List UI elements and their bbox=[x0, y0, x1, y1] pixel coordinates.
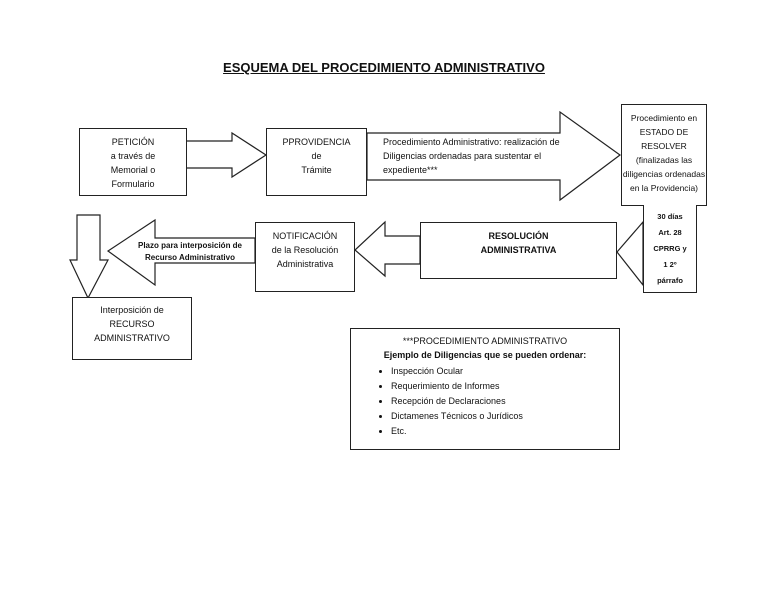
box-line: diligencias ordenadas bbox=[622, 169, 706, 179]
box-line: Trámite bbox=[301, 165, 332, 175]
providencia-box: PPROVIDENCIA de Trámite bbox=[266, 128, 367, 196]
recurso-box: Interposición de RECURSO ADMINISTRATIVO bbox=[72, 297, 192, 360]
list-item: Recepción de Declaraciones bbox=[391, 394, 619, 409]
ejemplo-subheading: Ejemplo de Diligencias que se pueden ord… bbox=[383, 350, 587, 360]
arrow-peticion-to-providencia bbox=[185, 131, 268, 179]
box-line: 30 días bbox=[657, 212, 683, 221]
box-line: Memorial o bbox=[110, 165, 156, 175]
box-line: PPROVIDENCIA bbox=[282, 137, 351, 147]
ejemplo-diligencias-box: ***PROCEDIMIENTO ADMINISTRATIVO Ejemplo … bbox=[350, 328, 620, 450]
box-line: PETICIÓN bbox=[111, 137, 155, 147]
list-item: Dictamenes Técnicos o Jurídicos bbox=[391, 409, 619, 424]
diagram-title: ESQUEMA DEL PROCEDIMIENTO ADMINISTRATIVO bbox=[223, 60, 545, 75]
arrow-estado-to-resolucion bbox=[616, 220, 644, 287]
arrow-down-to-recurso bbox=[69, 214, 109, 300]
box-line: de la Resolución bbox=[271, 245, 339, 255]
peticion-box: PETICIÓN a través de Memorial o Formular… bbox=[79, 128, 187, 196]
box-line: Administrativa bbox=[276, 259, 334, 269]
box-line: ADMINISTRATIVO bbox=[94, 333, 170, 343]
box-line: CPRRG y bbox=[653, 244, 687, 253]
plazo-30-dias-box: 30 días Art. 28 CPRRG y 1 2º párrafo bbox=[643, 205, 697, 293]
box-line: Procedimiento en bbox=[630, 113, 698, 123]
ejemplo-heading: ***PROCEDIMIENTO ADMINISTRATIVO bbox=[402, 336, 568, 346]
list-item: Etc. bbox=[391, 424, 619, 439]
box-line: Interposición de bbox=[100, 305, 164, 315]
box-line: a través de bbox=[110, 151, 156, 161]
arrow-resolucion-to-notificacion bbox=[354, 220, 421, 278]
plazo-text-line: Recurso Administrativo bbox=[145, 253, 235, 260]
arrow-text-line: Procedimiento Administrativo: realizació… bbox=[383, 137, 560, 147]
box-line: párrafo bbox=[657, 276, 683, 285]
arrow-text-line: Diligencias ordenadas para sustentar el bbox=[383, 151, 542, 161]
plazo-text-line: Plazo para interposición de bbox=[137, 241, 243, 250]
arrow-text: Procedimiento Administrativo: realizació… bbox=[383, 135, 563, 179]
arrow-notificacion-to-plazo bbox=[106, 218, 256, 287]
box-line: NOTIFICACIÓN bbox=[272, 231, 338, 241]
box-line: (finalizadas las bbox=[635, 155, 693, 165]
box-line: RESOLVER bbox=[641, 141, 687, 151]
resolucion-box: RESOLUCIÓN ADMINISTRATIVA bbox=[420, 222, 617, 279]
plazo-text: Plazo para interposición de Recurso Admi… bbox=[130, 240, 250, 260]
notificacion-box: NOTIFICACIÓN de la Resolución Administra… bbox=[255, 222, 355, 292]
box-line: RESOLUCIÓN bbox=[488, 231, 549, 241]
list-item: Inspección Ocular bbox=[391, 364, 619, 379]
box-line: Art. 28 bbox=[658, 228, 682, 237]
arrow-text-line: expediente*** bbox=[383, 165, 438, 175]
box-line: ESTADO DE bbox=[639, 127, 689, 137]
box-line: Formulario bbox=[111, 179, 155, 189]
box-line: de bbox=[311, 151, 322, 161]
arrow-providencia-to-estado bbox=[366, 110, 622, 202]
box-line: 1 2º bbox=[663, 260, 677, 269]
box-line: RECURSO bbox=[109, 319, 155, 329]
list-item: Requerimiento de Informes bbox=[391, 379, 619, 394]
box-line: ADMINISTRATIVA bbox=[480, 245, 557, 255]
box-line: en la Providencia) bbox=[629, 183, 699, 193]
estado-resolver-box: Procedimiento en ESTADO DE RESOLVER (fin… bbox=[621, 104, 707, 206]
diligencias-list: Inspección Ocular Requerimiento de Infor… bbox=[351, 364, 619, 439]
